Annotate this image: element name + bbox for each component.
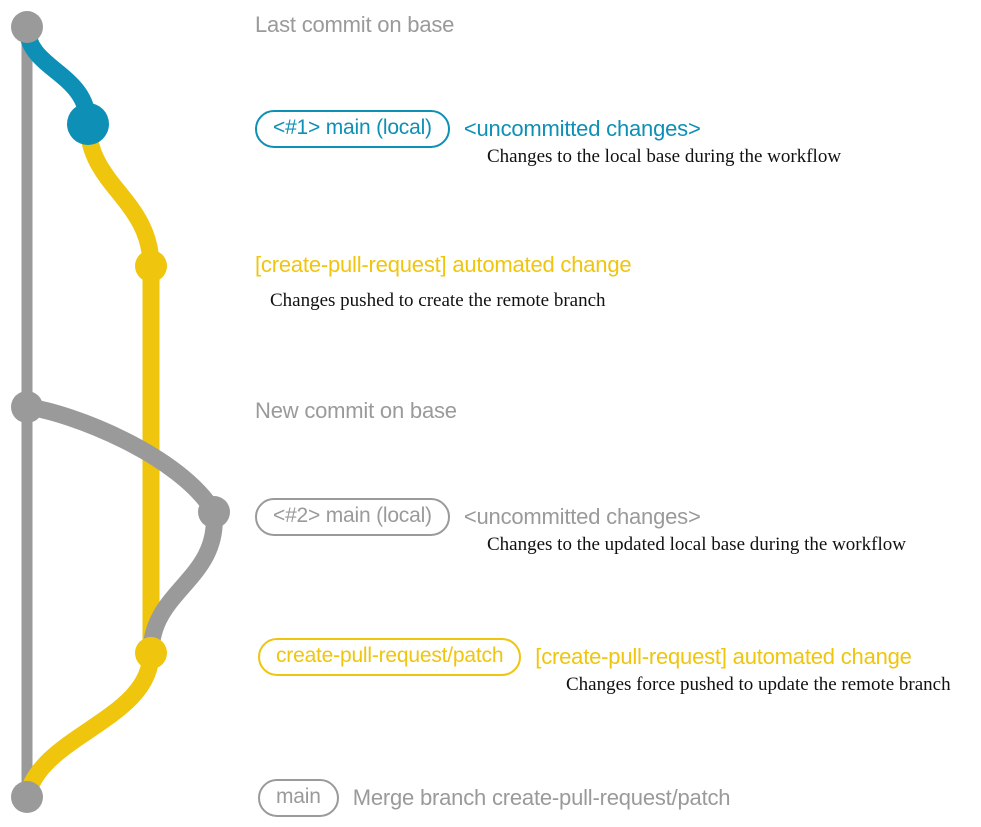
commit-node-patch-1[interactable] <box>135 250 167 282</box>
commit-node-base-last[interactable] <box>11 11 43 43</box>
commit-node-local-2[interactable] <box>198 496 230 528</box>
row-subline-automated-change-1: Changes pushed to create the remote bran… <box>270 290 606 311</box>
row-local-1: <#1> main (local) <uncommitted changes> <box>255 110 701 149</box>
base-branch-line-3 <box>142 503 223 662</box>
row-automated-change-1: [create-pull-request] automated change <box>255 252 632 277</box>
branch-badge-local-1[interactable]: <#1> main (local) <box>255 110 450 149</box>
row-subline-local-1: Changes to the local base during the wor… <box>487 146 842 167</box>
row-headline: Merge branch create-pull-request/patch <box>352 785 731 811</box>
branch-badge-local-2[interactable]: <#2> main (local) <box>255 498 450 537</box>
row-last-commit-on-base: Last commit on base <box>255 12 454 37</box>
base-branch-line-2 <box>18 398 223 521</box>
branch-badge-patch[interactable]: create-pull-request/patch <box>258 638 522 677</box>
row-subline-local-2: Changes to the updated local base during… <box>487 534 906 555</box>
row-subline-automated-change-2: Changes force pushed to update the remot… <box>566 674 951 695</box>
row-local-2: <#2> main (local) <uncommitted changes> <box>255 498 701 537</box>
patch-lane-line-upper <box>79 115 160 662</box>
row-headline: <uncommitted changes> <box>463 504 701 530</box>
branch-badge-main[interactable]: main <box>258 779 339 818</box>
row-new-commit-on-base: New commit on base <box>255 398 457 423</box>
commit-node-base-new[interactable] <box>11 391 43 423</box>
row-headline: Last commit on base <box>255 12 455 37</box>
commit-node-patch-2[interactable] <box>135 637 167 669</box>
patch-merge-line <box>18 644 160 806</box>
row-automated-change-2: create-pull-request/patch [create-pull-r… <box>258 638 912 677</box>
row-headline: [create-pull-request] automated change <box>255 252 632 277</box>
row-headline: <uncommitted changes> <box>463 116 701 142</box>
row-merge-commit: main Merge branch create-pull-request/pa… <box>258 779 731 818</box>
commit-node-local-1[interactable] <box>67 103 109 145</box>
row-headline: New commit on base <box>255 398 457 423</box>
commit-node-merge[interactable] <box>11 781 43 813</box>
row-headline: [create-pull-request] automated change <box>535 644 912 670</box>
